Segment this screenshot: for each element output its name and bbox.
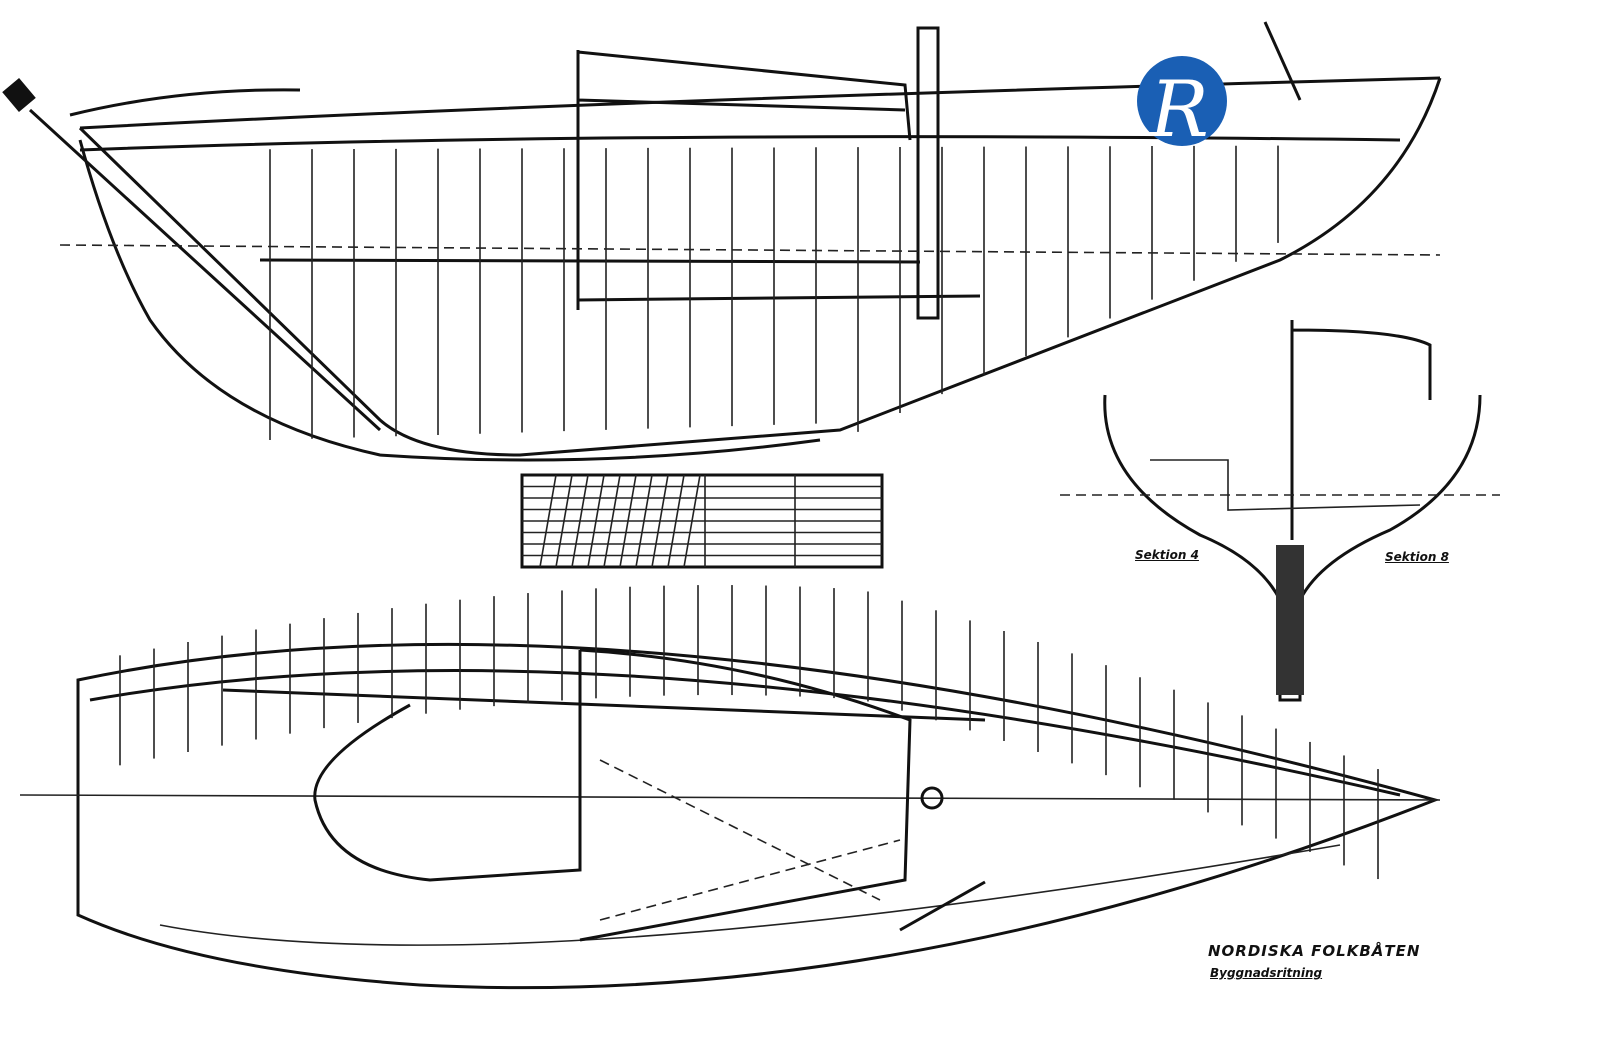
forestay — [1263, 21, 1302, 101]
profile-sheer-line — [79, 76, 1441, 130]
plan-inner-sheer — [89, 669, 1401, 797]
section-bunk — [1150, 459, 1421, 511]
profile-frames — [269, 145, 1279, 440]
mast-step — [916, 26, 940, 320]
scarf-line — [603, 474, 621, 568]
bunk-line — [259, 258, 921, 264]
plan-outline — [76, 642, 1440, 990]
scarf-line — [651, 474, 669, 568]
cockpit-outline — [313, 650, 582, 882]
section-right-label: Sektion 8 — [1385, 550, 1449, 564]
beam — [222, 688, 986, 722]
plan-view — [19, 585, 1441, 990]
rudder-head — [2, 77, 36, 113]
plan-frames — [119, 585, 1379, 880]
scarf-line — [555, 474, 573, 568]
plan-inner-hull — [159, 844, 1341, 946]
tiller — [69, 88, 301, 117]
planking-diagram — [520, 473, 884, 569]
cabin-top — [576, 50, 912, 310]
scarf-line — [683, 474, 701, 568]
drawing-subtitle: Byggnadsritning — [1210, 966, 1323, 980]
scarf-line — [539, 474, 557, 568]
section-left-label: Sektion 4 — [1135, 548, 1199, 562]
logo-mark: R — [1137, 56, 1227, 155]
svg-text:R: R — [1148, 65, 1209, 151]
scarf-line — [635, 474, 653, 568]
profile-view — [2, 21, 1442, 462]
logo: R — [1130, 56, 1230, 155]
section-hull — [1103, 394, 1482, 702]
section-view — [1060, 320, 1500, 702]
mast-partner — [920, 786, 944, 810]
profile-keel — [78, 139, 821, 462]
diagonal-1 — [599, 759, 881, 901]
scarf-line — [587, 474, 605, 568]
scarf-line — [571, 474, 589, 568]
centerline — [19, 794, 1441, 801]
scarf-line — [619, 474, 637, 568]
ballast-keel — [1276, 545, 1304, 695]
scarf-line — [667, 474, 685, 568]
floor-line — [577, 294, 981, 302]
waterline — [59, 244, 1441, 256]
drawing-title: NORDISKA FOLKBÅTEN — [1208, 942, 1421, 960]
plank-lines — [522, 474, 882, 568]
stem-post — [28, 108, 382, 432]
section-cabin — [1290, 320, 1432, 540]
rubbing-strake — [899, 880, 986, 932]
diagonal-2 — [599, 839, 901, 921]
profile-hull-outline — [78, 77, 1442, 457]
